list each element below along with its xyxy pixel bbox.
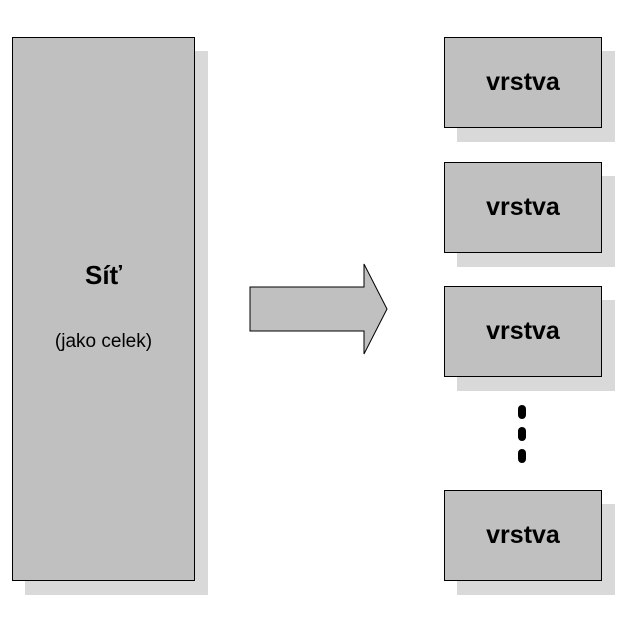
right-arrow-icon: [249, 263, 388, 355]
layer-label: vrstva: [486, 193, 560, 221]
network-subtitle: (jako celek): [54, 330, 153, 352]
layer-box: vrstva: [444, 162, 602, 253]
ellipsis-dot: [518, 405, 526, 419]
ellipsis-dot: [518, 427, 526, 441]
layer-label: vrstva: [486, 521, 560, 549]
layer-box: vrstva: [444, 37, 602, 128]
ellipsis-dot: [518, 449, 526, 463]
network-box: Síť (jako celek): [12, 37, 195, 581]
layer-label: vrstva: [486, 68, 560, 96]
network-title: Síť: [84, 259, 123, 290]
layer-box: vrstva: [444, 490, 602, 581]
vertical-ellipsis-icon: [516, 405, 528, 463]
layer-label: vrstva: [486, 317, 560, 345]
layer-box: vrstva: [444, 286, 602, 377]
